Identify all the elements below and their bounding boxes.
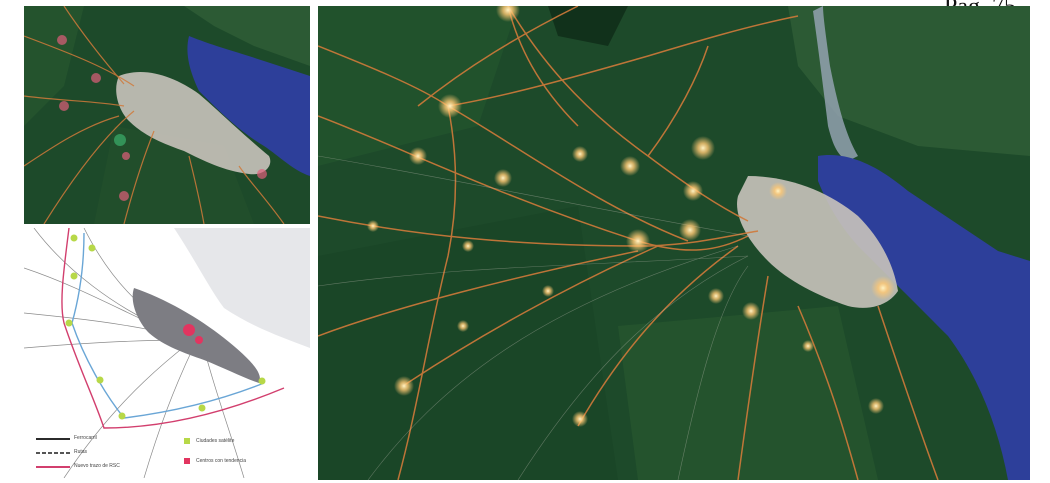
route-blue	[71, 232, 265, 419]
city-light	[57, 35, 67, 45]
legend-centers-swatch	[184, 458, 190, 464]
city-light	[572, 411, 588, 427]
river-estuary	[187, 36, 310, 176]
urban-area	[116, 72, 271, 175]
city-light	[457, 320, 469, 332]
satellite-city	[88, 244, 96, 252]
city-light	[683, 181, 703, 201]
satellite-map-inset	[24, 6, 310, 224]
land-texture	[184, 6, 310, 66]
city-light	[257, 169, 267, 179]
regional-diagram-svg	[24, 228, 310, 478]
city-lights	[367, 6, 895, 427]
city-light	[769, 182, 787, 200]
satellite-city	[65, 319, 73, 327]
city-light	[409, 147, 427, 165]
land-texture	[318, 6, 518, 166]
city-light	[122, 152, 130, 160]
city-light	[620, 156, 640, 176]
city-light	[367, 220, 379, 232]
satellite-city	[258, 377, 266, 385]
city-light	[742, 302, 760, 320]
city-light	[91, 73, 101, 83]
city-light	[119, 191, 129, 201]
legend-satellite-label: Ciudades satélite	[196, 438, 235, 444]
legend-satellite-swatch	[184, 438, 190, 444]
city-light	[494, 169, 512, 187]
city-lights	[57, 35, 267, 201]
city-light	[462, 240, 474, 252]
route-pink	[61, 228, 285, 429]
land-texture	[618, 306, 878, 480]
city-light	[394, 376, 414, 396]
road-network	[24, 6, 285, 224]
legend-roads-label: Rutas	[74, 449, 88, 455]
satellite-map-inset-svg	[24, 6, 310, 224]
city-light	[871, 276, 895, 300]
legend-roads-swatch	[36, 452, 70, 454]
satellite-city	[96, 376, 104, 384]
legend-railway-swatch	[36, 438, 70, 440]
city-light	[542, 285, 554, 297]
satellite-city	[198, 404, 206, 412]
city-light	[59, 101, 69, 111]
city-light	[496, 6, 520, 22]
land-texture	[788, 6, 1030, 156]
city-light	[691, 136, 715, 160]
city-light	[679, 219, 701, 241]
land-texture	[24, 6, 84, 126]
minor-roads	[318, 155, 749, 480]
green-spot	[114, 134, 126, 146]
center-marker	[183, 324, 195, 336]
satellite-city-markers	[65, 234, 266, 420]
urban-area	[737, 176, 898, 308]
legend-railway-label: Ferrocarril	[74, 435, 97, 441]
satellite-city	[70, 272, 78, 280]
legend-new-route-label: Nuevo trazo de RSC	[74, 463, 120, 469]
urban-footprint	[132, 288, 260, 383]
satellite-city	[118, 412, 126, 420]
water-area	[174, 228, 310, 348]
road-network	[318, 6, 939, 480]
center-marker	[195, 336, 203, 344]
legend-centers-label: Centros con tendencia	[196, 458, 247, 464]
satellite-city	[70, 234, 78, 242]
dark-forest	[548, 6, 628, 46]
city-light	[626, 229, 650, 253]
city-light	[438, 94, 462, 118]
legend-new-route-swatch	[36, 466, 70, 468]
regional-diagram: Ferrocarril Rutas Nuevo trazo de RSC Ciu…	[24, 228, 310, 478]
river-channel	[813, 6, 858, 161]
land-texture	[318, 206, 618, 480]
city-light	[708, 288, 724, 304]
satellite-map-main	[318, 6, 1030, 480]
city-light	[802, 340, 814, 352]
city-light	[868, 398, 884, 414]
satellite-map-main-svg	[318, 6, 1030, 480]
city-light	[572, 146, 588, 162]
